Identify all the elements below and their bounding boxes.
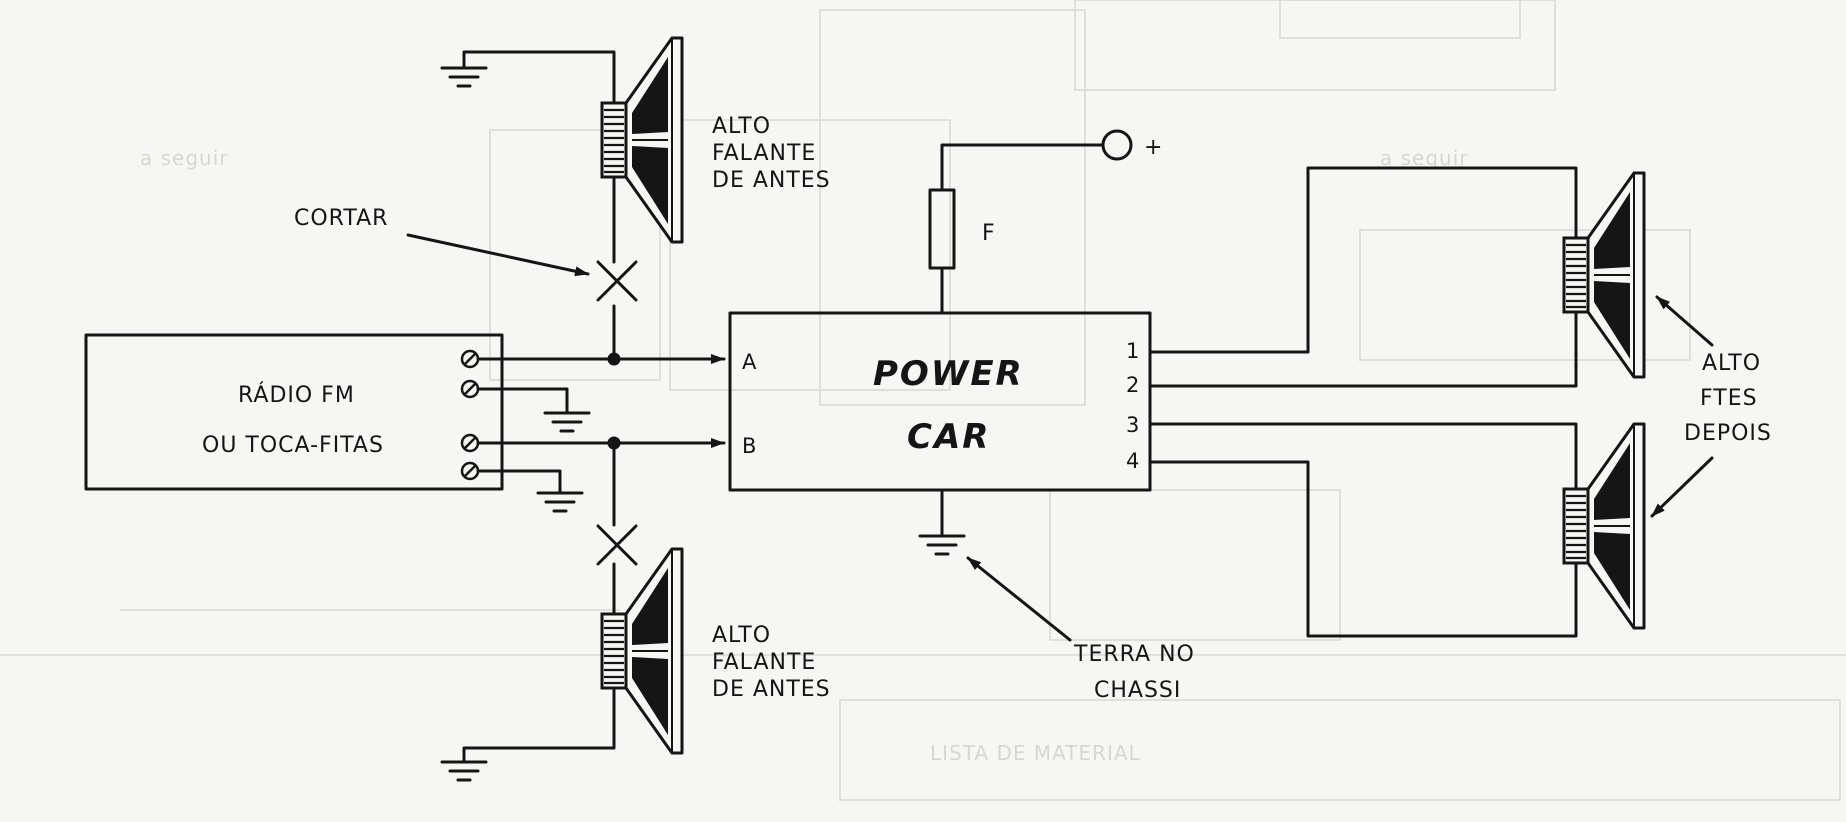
cut-annotation: CORTAR [294,206,590,277]
ground-label-line1: TERRA NO [1073,642,1195,667]
radio-terminal-right-ground [460,461,480,481]
ground-label-line2: CHASSI [1094,678,1181,703]
amp-input-b: B [742,434,757,458]
amp-input-a: A [742,350,757,374]
positive-terminal [1101,129,1133,161]
svg-text:a seguir: a seguir [140,146,229,170]
radio-label-line1: RÁDIO FM [238,382,355,408]
amp-ground: TERRA NO CHASSI [918,488,1195,703]
ground-symbol-radio-1 [543,411,591,433]
ground-symbol-radio-2 [536,491,584,513]
svg-text:a seguir: a seguir [1380,146,1469,170]
old-speaker-top-line3: DE ANTES [712,168,831,193]
amp-output-4: 4 [1126,449,1140,473]
old-speaker-top-line2: FALANTE [712,141,816,166]
power-supply: + F [928,129,1163,315]
amp-output-1: 1 [1126,339,1140,363]
power-car-amplifier: POWER CAR A B 1 2 3 4 [728,311,1152,492]
bleed-through-background: LISTA DE MATERIAL a seguir a seguir [0,0,1846,801]
amp-output-2: 2 [1126,373,1140,397]
amp-title-line2: CAR [907,417,990,457]
new-speakers-line2: FTES [1700,386,1758,411]
svg-text:LISTA DE MATERIAL: LISTA DE MATERIAL [930,741,1141,765]
ground-symbol-amp [918,534,966,556]
input-signal-wires [476,352,726,450]
positive-label: + [1144,135,1163,160]
old-speaker-top-line1: ALTO [712,114,771,139]
new-speakers-annotation: ALTO FTES DEPOIS [1650,295,1772,518]
ground-symbol-bottom-speaker [440,760,488,782]
old-speaker-top-branch: ALTO FALANTE DE ANTES [440,36,831,361]
old-speaker-bottom-line1: ALTO [712,623,771,648]
radio-unit: RÁDIO FM OU TOCA-FITAS [84,333,504,491]
radio-terminal-left-ground [460,379,480,399]
radio-ground-wires [476,387,591,513]
radio-label-line2: OU TOCA-FITAS [202,433,384,458]
radio-terminal-left-signal [460,349,480,369]
output-wires [1148,166,1578,638]
old-speaker-bottom-branch: ALTO FALANTE DE ANTES [440,441,831,782]
new-speakers-line1: ALTO [1702,351,1761,376]
fuse-label: F [982,221,996,246]
old-speaker-bottom-line3: DE ANTES [712,677,831,702]
new-speakers-line3: DEPOIS [1684,421,1772,446]
amp-output-3: 3 [1126,413,1140,437]
old-speaker-bottom-line2: FALANTE [712,650,816,675]
amp-title-line1: POWER [873,354,1024,394]
cut-label: CORTAR [294,206,388,231]
radio-terminal-right-signal [460,433,480,453]
ground-symbol-top-speaker [440,66,488,88]
